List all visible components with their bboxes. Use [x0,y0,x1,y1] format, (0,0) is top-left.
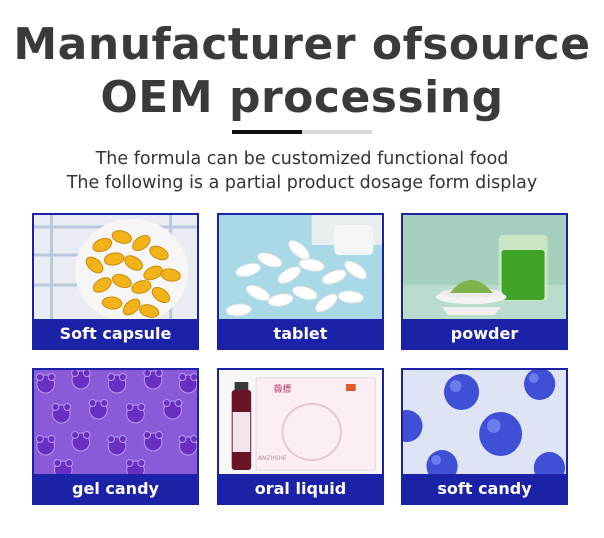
subtitle-line1: The formula can be customized functional… [95,149,509,169]
box-product-text: ANZHSHE [258,456,287,462]
tablet-image [219,215,382,321]
product-label: soft candy [403,474,566,503]
product-card-tablet: tablet [217,213,384,350]
product-label: tablet [219,319,382,348]
product-label: powder [403,319,566,348]
product-label: oral liquid [219,474,382,503]
oral-liquid-image: 薇標 ANZHSHE [219,370,382,476]
title-divider [232,130,372,134]
box-brand-text: 薇標 [274,383,292,395]
product-card-gel-candy: gel candy [32,368,199,505]
subtitle-line2: The following is a partial product dosag… [66,173,538,193]
product-card-soft-capsule: Soft capsule [32,213,199,350]
soft-candy-image [403,370,566,476]
product-label: Soft capsule [34,319,197,348]
product-card-oral-liquid: 薇標 ANZHSHE oral liquid [217,368,384,505]
gel-candy-image [34,370,197,476]
product-card-soft-candy: soft candy [401,368,568,505]
page-title-line1: Manufacturer ofsource [13,19,591,70]
product-card-powder: powder [401,213,568,350]
page-title-line2: OEM processing [100,72,504,123]
product-label: gel candy [34,474,197,503]
powder-image [403,215,566,321]
soft-capsule-image [34,215,197,321]
